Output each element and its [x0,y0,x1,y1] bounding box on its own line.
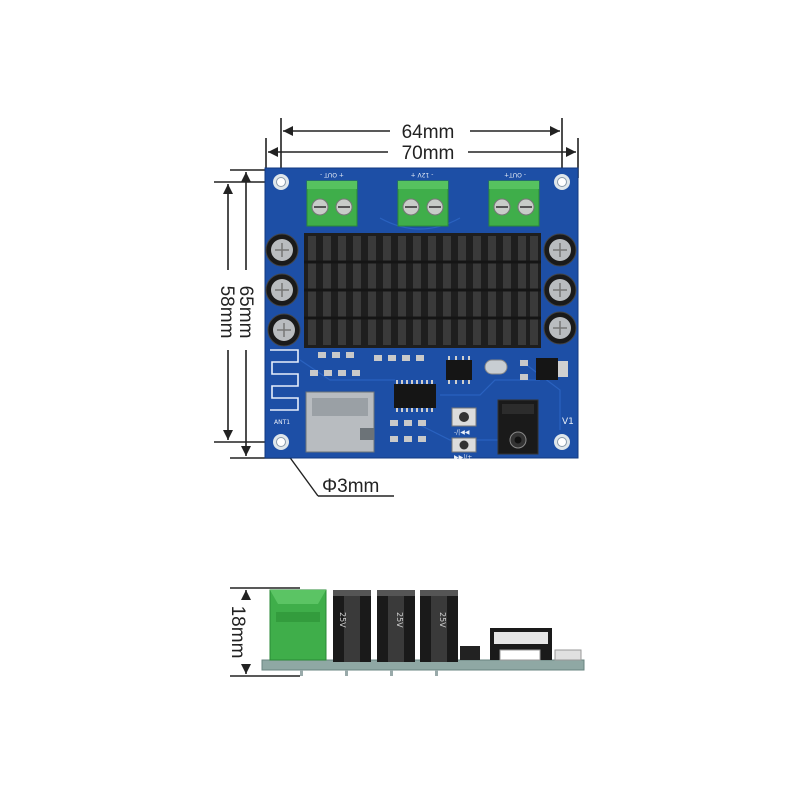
ic-chip-small [446,356,472,384]
side-height-label: 18mm [227,606,248,659]
terminal-out-left [306,180,358,227]
terminal-power [397,180,449,227]
mounting-hole-br [554,434,570,450]
side-audio-jack [490,628,552,661]
heatsink [304,233,541,348]
sd-card-slot [305,391,375,453]
button-next-silkscreen: ▶▶|/+ [454,454,472,461]
power-silkscreen: - 12V + [411,171,434,178]
mounting-hole-tl [273,174,289,190]
dimension-width-outer [265,138,579,178]
button-prev [451,407,477,427]
capacitors-right [543,233,577,345]
smd-components [310,352,528,442]
voltage-regulator [536,358,568,380]
out-right-silkscreen: - OUT+ [504,171,526,178]
pcb-side-view: 25V 25V 25V [261,589,585,676]
width-inner-label: 64mm [402,122,455,143]
side-capacitor-2-voltage: 25V [395,612,404,628]
version-silkscreen: V1 [562,417,574,427]
out-left-silkscreen: + OUT - [320,171,344,178]
capacitors-left [265,233,301,347]
side-capacitor-3: 25V [420,590,458,662]
hole-diameter-label: Φ3mm [322,476,379,497]
terminal-out-right [488,180,540,227]
mounting-hole-bl [273,434,289,450]
height-inner-label: 58mm [216,286,237,339]
pcb-top-view: + OUT - - 12V + - OUT+ [264,167,579,461]
button-next [451,437,477,453]
antenna-silkscreen: ANT1 [274,419,290,426]
mounting-hole-tr [554,174,570,190]
height-outer-label: 65mm [235,286,256,339]
audio-jack [497,399,539,455]
side-capacitor-1-voltage: 25V [338,612,347,628]
antenna-trace [270,349,299,411]
button-prev-silkscreen: -/|◀◀ [454,429,470,436]
side-capacitor-3-voltage: 25V [438,612,447,628]
dimension-side-height [230,587,300,677]
side-capacitor-2: 25V [377,590,415,662]
ic-chip-main [394,380,436,412]
crystal-oscillator [484,359,508,375]
side-capacitor-1: 25V [333,590,371,662]
width-outer-label: 70mm [402,143,455,164]
